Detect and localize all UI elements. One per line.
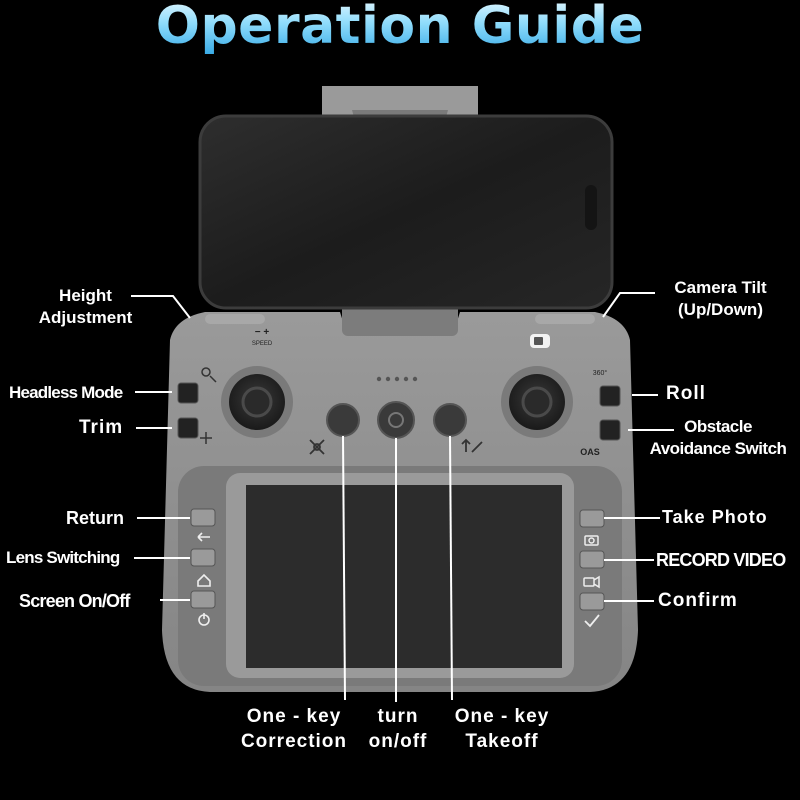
height-wheel[interactable] bbox=[205, 314, 265, 324]
label-return: Return bbox=[66, 508, 124, 528]
confirm-button[interactable] bbox=[579, 592, 605, 611]
phone-notch bbox=[585, 185, 597, 230]
label-height-adjustment: Height Adjustment bbox=[38, 286, 133, 327]
label-roll: Roll bbox=[666, 383, 706, 404]
label-camera-tilt: Camera Tilt (Up/Down) bbox=[674, 278, 767, 319]
speed-text: SPEED bbox=[252, 341, 273, 347]
screen-on-off-button[interactable] bbox=[190, 590, 216, 609]
record-video-button[interactable] bbox=[579, 550, 605, 569]
power-button[interactable] bbox=[377, 401, 415, 439]
one-key-correction-button[interactable] bbox=[326, 403, 360, 437]
deg360-text: 360° bbox=[593, 369, 608, 377]
trim-icon bbox=[200, 432, 212, 444]
headless-mode-button[interactable] bbox=[177, 382, 199, 404]
camera-icon bbox=[584, 535, 599, 546]
check-icon bbox=[584, 614, 600, 628]
display-screen bbox=[246, 485, 562, 668]
takeoff-icon bbox=[461, 438, 483, 453]
phone bbox=[198, 114, 614, 310]
roll-button[interactable] bbox=[599, 385, 621, 407]
label-confirm: Confirm bbox=[658, 590, 738, 611]
video-icon bbox=[583, 575, 600, 589]
label-trim: Trim bbox=[79, 417, 124, 438]
oas-text: OAS bbox=[580, 447, 600, 457]
correction-icon bbox=[309, 439, 325, 455]
label-record-video: RECORD VIDEO bbox=[656, 550, 786, 570]
obstacle-avoidance-button[interactable] bbox=[599, 419, 621, 441]
one-key-takeoff-button[interactable] bbox=[433, 403, 467, 437]
home-icon bbox=[197, 573, 211, 587]
right-stick[interactable] bbox=[501, 366, 573, 438]
leader-lines bbox=[131, 292, 674, 702]
camera-tilt-wheel[interactable] bbox=[535, 314, 595, 324]
headless-mode-icon bbox=[201, 367, 217, 383]
label-screen-on-off: Screen On/Off bbox=[19, 591, 130, 611]
power-icon bbox=[388, 412, 404, 428]
left-stick[interactable] bbox=[221, 366, 293, 438]
speed-plus-minus: − + bbox=[255, 327, 270, 338]
return-arrow-icon bbox=[197, 532, 210, 542]
trim-button[interactable] bbox=[177, 417, 199, 439]
label-one-key-takeoff: One - key Takeoff bbox=[454, 706, 550, 752]
label-headless-mode: Headless Mode bbox=[9, 383, 123, 402]
label-obstacle-avoidance: Obstacle Avoidance Switch bbox=[649, 417, 787, 458]
power-small-icon bbox=[198, 613, 210, 626]
return-button[interactable] bbox=[190, 508, 216, 527]
page-title: Operation Guide bbox=[0, 0, 800, 56]
take-photo-button[interactable] bbox=[579, 509, 605, 528]
label-one-key-correction: One - key Correction bbox=[240, 706, 348, 752]
battery-leds bbox=[376, 376, 418, 382]
label-take-photo: Take Photo bbox=[662, 507, 768, 527]
lens-switching-button[interactable] bbox=[190, 548, 216, 567]
label-lens-switching: Lens Switching bbox=[6, 548, 120, 567]
label-turn-on-off: turn on/off bbox=[368, 706, 428, 752]
